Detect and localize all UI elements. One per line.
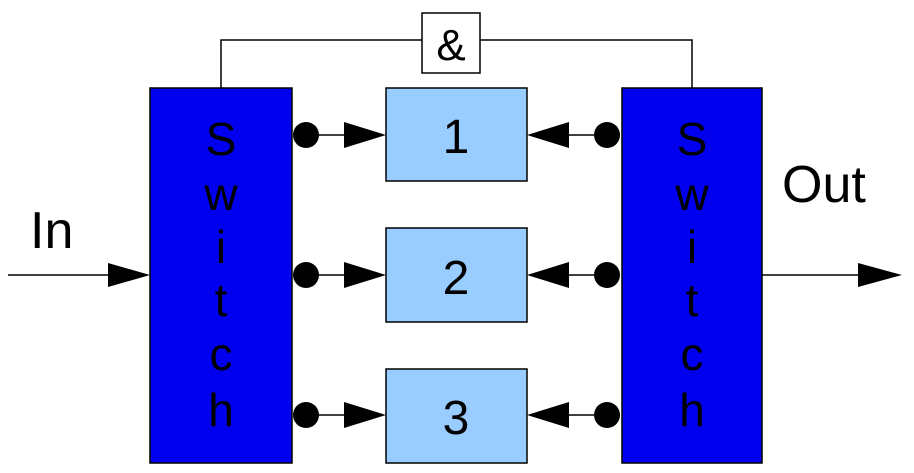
left-switch-letter: c <box>210 328 233 380</box>
right-switch-letter: S <box>677 113 708 165</box>
right-switch-letter: t <box>686 274 699 326</box>
arrowhead-right <box>344 402 386 428</box>
right-switch-label: S w i t c h <box>674 113 709 436</box>
left-switch-letter: t <box>215 274 228 326</box>
left-switch-letter: S <box>206 113 237 165</box>
right-switch-letter: w <box>674 168 709 220</box>
left-switch-label: S w i t c h <box>203 113 238 436</box>
output-label: Out <box>782 156 866 214</box>
output-arrowhead <box>858 263 902 287</box>
input-label: In <box>30 202 73 260</box>
connector-dot <box>594 262 620 288</box>
channel-box <box>385 227 528 323</box>
channel-box <box>385 368 528 464</box>
arrowhead-left <box>527 262 569 288</box>
left-switch-letter: h <box>208 384 234 436</box>
right-switch-letter: c <box>681 328 704 380</box>
channel-box <box>385 87 528 182</box>
channel-label: 2 <box>443 252 470 305</box>
and-gate-box <box>421 12 481 74</box>
channel-2: 2 <box>293 227 620 323</box>
arrowhead-left <box>527 402 569 428</box>
channel-label: 1 <box>443 111 470 164</box>
channel-1: 1 <box>293 87 620 182</box>
arrowhead-right <box>344 122 386 148</box>
right-switch-letter: i <box>687 221 697 273</box>
channel-3: 3 <box>293 368 620 464</box>
left-switch-letter: w <box>203 168 238 220</box>
right-switch-letter: h <box>679 384 705 436</box>
channel-label: 3 <box>443 392 470 445</box>
input-arrowhead <box>108 263 150 287</box>
and-gate-label: & <box>436 21 465 70</box>
left-switch-letter: i <box>216 221 226 273</box>
connector-dot <box>594 402 620 428</box>
arrowhead-left <box>527 122 569 148</box>
connector-dot <box>594 122 620 148</box>
arrowhead-right <box>344 262 386 288</box>
right-switch <box>621 87 763 464</box>
left-switch <box>149 87 293 464</box>
